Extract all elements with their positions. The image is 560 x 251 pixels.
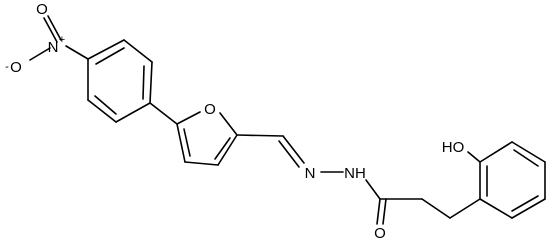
- amide-propyl-chain: [376, 198, 481, 225]
- nitro-group-bonds: [29, 15, 89, 61]
- hydroxyl-bond: [467, 151, 481, 163]
- amide-nh-label: NH: [344, 165, 366, 182]
- hydroxyphenyl-ring: [479, 141, 546, 219]
- nitro-double-oxygen-label: O: [36, 1, 48, 18]
- furan-ring: [176, 111, 238, 166]
- aryl-furan-bond: [149, 102, 178, 125]
- hydrazone-chain: [236, 134, 381, 200]
- hydrazone-nitrogen-label: N: [305, 165, 316, 182]
- furan-oxygen-label: O: [204, 101, 216, 118]
- nitro-single-oxygen-label: O: [10, 59, 22, 76]
- hydroxyl-label: HO: [442, 139, 465, 156]
- carbonyl-oxygen-label: O: [374, 225, 386, 242]
- nitro-oxygen-charge: -: [5, 61, 9, 73]
- nitrophenyl-ring: [87, 39, 153, 123]
- nitro-nitrogen-label: N: [48, 39, 59, 56]
- nitro-nitrogen-charge: +: [59, 34, 65, 46]
